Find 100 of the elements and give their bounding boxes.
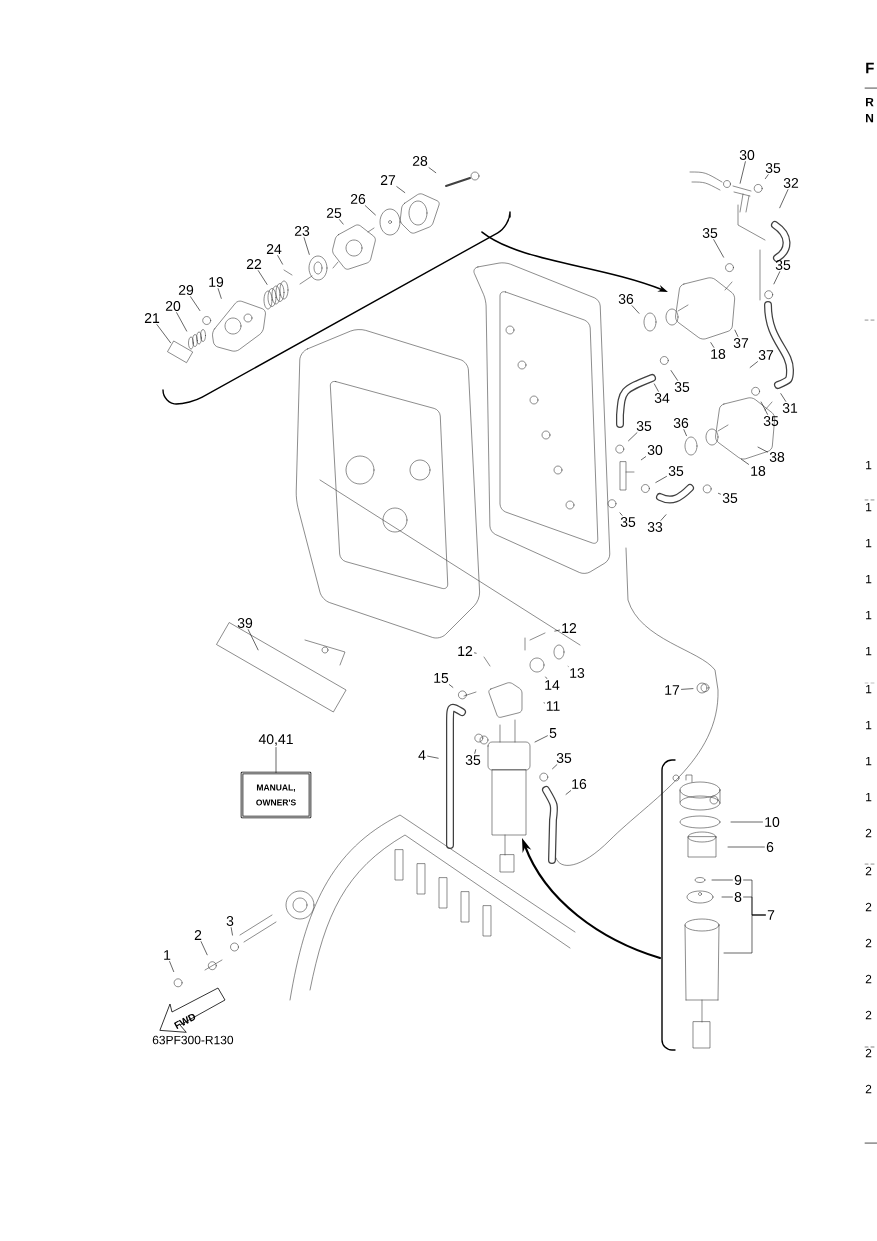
leader-line: [230, 927, 233, 936]
margin-text: 1: [866, 574, 872, 584]
callout-number: 10: [765, 817, 780, 827]
callout-number: 25: [326, 208, 342, 218]
callout-number: 15: [434, 673, 449, 683]
leader-line: [681, 688, 694, 690]
callout-number: 35: [765, 163, 781, 173]
callout-number: 35: [636, 421, 652, 431]
leader-line: [190, 296, 201, 311]
leader-line: [449, 684, 454, 688]
leader-line: [741, 458, 749, 465]
margin-text: 1: [866, 460, 872, 470]
leader-line: [554, 629, 560, 632]
leader-line: [757, 446, 768, 453]
callout-number: 35: [702, 228, 718, 238]
margin-text: 1: [866, 720, 872, 730]
callout-number: 35: [763, 416, 779, 426]
callout-number: 2: [194, 930, 202, 940]
margin-text: 2: [865, 1084, 872, 1094]
callout-number: 37: [758, 350, 774, 360]
margin-text: 1: [866, 792, 872, 802]
leader-line: [660, 514, 667, 521]
leader-line: [474, 652, 477, 654]
leader-line: [543, 702, 545, 704]
leader-line: [760, 401, 768, 415]
callout-number: 16: [572, 779, 587, 789]
leader-line: [739, 161, 746, 184]
leader-line: [710, 342, 715, 348]
leader-line: [628, 432, 638, 442]
leader-line: [670, 370, 678, 381]
callout-number: 20: [165, 301, 181, 311]
callout-number: 35: [775, 260, 791, 270]
callout-number: 29: [178, 285, 194, 295]
leader-line: [641, 456, 646, 461]
callout-number: 35: [722, 493, 738, 503]
callout-number: 12: [458, 646, 473, 656]
leader-line: [217, 288, 222, 299]
leader-line: [711, 879, 733, 881]
callout-number: 38: [769, 452, 785, 462]
callout-number: 19: [209, 277, 224, 287]
leader-line: [428, 167, 437, 173]
callout-number: 17: [665, 685, 680, 695]
margin-text: 1: [866, 646, 872, 656]
leader-line: [723, 914, 766, 954]
part-code: 63PF300-R130: [152, 1035, 234, 1045]
callout-number: 23: [294, 226, 310, 236]
leader-line: [718, 493, 721, 495]
margin-text: 1: [866, 502, 872, 512]
leader-line: [396, 186, 406, 193]
leader-line: [364, 205, 376, 216]
callout-number: 18: [711, 349, 726, 359]
callout-number: 12: [562, 623, 577, 633]
callout-number: 5: [549, 728, 557, 738]
margin-text: 1: [866, 756, 872, 766]
callout-number: 3: [226, 916, 234, 926]
callout-number: 34: [654, 393, 670, 403]
callout-number: 6: [766, 842, 774, 852]
margin-text: F: [866, 62, 874, 74]
leader-line: [765, 174, 769, 179]
callout-number: 14: [545, 680, 560, 690]
margin-text: R: [866, 97, 874, 107]
leader-line: [773, 271, 781, 285]
callout-number: 37: [733, 338, 749, 348]
leader-line: [176, 312, 187, 332]
callout-number: 24: [266, 244, 282, 254]
callout-number: 26: [350, 194, 366, 204]
leader-line: [619, 512, 623, 516]
leader-line: [631, 305, 640, 314]
callout-number: 36: [673, 418, 689, 428]
callout-number: 27: [380, 175, 396, 185]
leader-line: [565, 790, 571, 795]
owner-manual-box: MANUAL, OWNER'S: [240, 771, 312, 819]
margin-text: 2: [865, 938, 872, 948]
margin-text: 2: [865, 866, 872, 876]
callout-number: 33: [647, 522, 663, 532]
leader-line: [257, 270, 268, 285]
leader-line: [779, 189, 789, 209]
callout-number: 30: [739, 150, 755, 160]
margin-text: 2: [865, 1048, 872, 1058]
callout-number: 21: [144, 313, 160, 323]
margin-text: 2: [865, 1010, 872, 1020]
callout-number: 11: [546, 701, 560, 711]
leader-line: [654, 383, 659, 392]
leader-line: [655, 476, 667, 483]
callout-number: 35: [556, 753, 572, 763]
leader-line: [734, 329, 739, 337]
callout-number: 8: [734, 892, 742, 902]
margin-text: 2: [865, 828, 872, 838]
callout-number: 28: [412, 156, 428, 166]
callout-number: 18: [751, 466, 766, 476]
leader-line: [169, 961, 174, 972]
callout-number: 39: [237, 618, 253, 628]
callout-number: 35: [620, 517, 636, 527]
callout-number: 35: [674, 382, 690, 392]
callout-number: 30: [647, 445, 663, 455]
leader-line: [247, 629, 259, 651]
leader-line: [721, 896, 733, 898]
callout-number: 7: [767, 910, 775, 920]
callout-number: 35: [465, 755, 481, 765]
margin-text: 1: [866, 538, 872, 548]
